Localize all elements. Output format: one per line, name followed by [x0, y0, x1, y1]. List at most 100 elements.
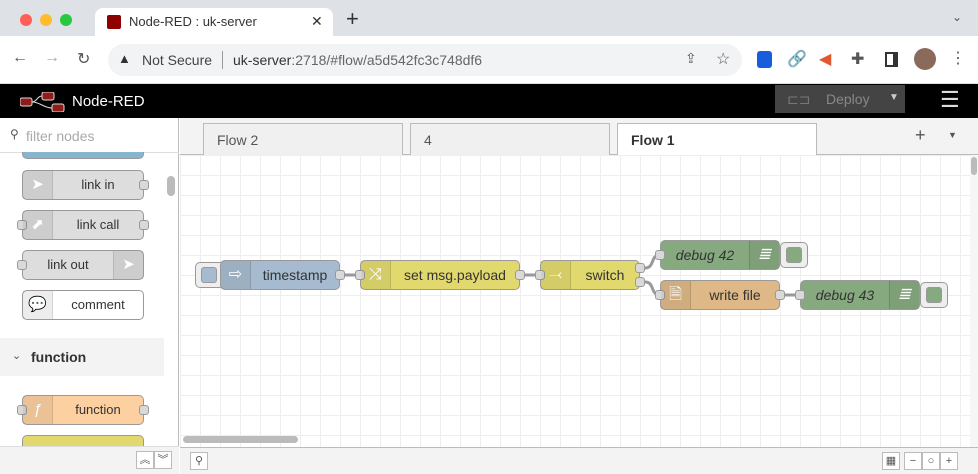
- profile-avatar[interactable]: [914, 48, 936, 70]
- input-port[interactable]: [795, 290, 805, 300]
- node-label: function: [75, 402, 121, 417]
- zoom-out-icon[interactable]: −: [904, 452, 922, 470]
- comment-icon: 💬: [23, 291, 53, 319]
- app-name: Node-RED: [72, 93, 145, 110]
- browser-tabstrip: Node-RED : uk-server ✕ + ⌄: [0, 0, 978, 36]
- expand-all-icon[interactable]: ︾: [154, 451, 172, 469]
- link-call-icon: ⬈: [23, 211, 53, 239]
- main-menu-icon[interactable]: ☰: [940, 87, 960, 112]
- file-icon: 🗎: [661, 281, 691, 309]
- zoom-reset-icon[interactable]: ○: [922, 452, 940, 470]
- tab-4[interactable]: 4: [410, 123, 610, 155]
- reload-icon[interactable]: ↻: [77, 51, 91, 68]
- address-bar-row: ← → ↻ ▲ Not Secure uk-server:2718/#flow/…: [0, 36, 978, 84]
- canvas-vertical-scrollbar[interactable]: [970, 155, 978, 447]
- flow-node-debug-42[interactable]: debug 42≣: [655, 240, 780, 270]
- workspace-tabs: Flow 2 4 Flow 1 + ▼: [180, 118, 978, 156]
- palette-node-switch[interactable]: [22, 435, 144, 447]
- node-label: switch: [585, 267, 625, 283]
- close-window-button[interactable]: [20, 14, 32, 26]
- tab-flow-1[interactable]: Flow 1: [617, 123, 817, 156]
- node-palette: ⚲ filter nodes ➤ link in ⬈link call link …: [0, 118, 179, 474]
- collapse-all-icon[interactable]: ︽: [136, 451, 154, 469]
- output-port[interactable]: [515, 270, 525, 280]
- navigator-map-icon[interactable]: ▦: [882, 452, 900, 470]
- output-port[interactable]: [335, 270, 345, 280]
- node-label: link in: [81, 177, 115, 192]
- tab-flow-2[interactable]: Flow 2: [203, 123, 403, 155]
- node-red-logo-icon: [20, 92, 65, 112]
- browser-tab[interactable]: Node-RED : uk-server ✕: [95, 8, 333, 36]
- megaphone-extension-icon[interactable]: ◀: [819, 51, 832, 68]
- share-icon[interactable]: ⇪: [685, 50, 697, 66]
- warning-icon: ▲: [118, 51, 131, 66]
- url-text[interactable]: uk-server:2718/#flow/a5d542fc3c748df6: [233, 52, 482, 68]
- input-port[interactable]: [655, 290, 665, 300]
- output-port-1[interactable]: [635, 263, 645, 273]
- bitwarden-extension-icon[interactable]: [757, 51, 772, 68]
- flow-node-debug-43[interactable]: debug 43≣: [795, 280, 920, 310]
- node-label: comment: [71, 297, 125, 312]
- flow-node-switch[interactable]: ⤙ switch: [535, 260, 645, 290]
- bookmark-star-icon[interactable]: ☆: [716, 51, 731, 68]
- new-tab-icon[interactable]: +: [346, 6, 359, 31]
- zoom-in-icon[interactable]: +: [940, 452, 958, 470]
- tab-search-icon[interactable]: ⌄: [952, 10, 963, 24]
- debug-42-toggle[interactable]: [780, 242, 808, 268]
- flow-list-dropdown-icon[interactable]: ▼: [948, 130, 957, 140]
- node-label: timestamp: [262, 267, 328, 283]
- flow-node-write-file[interactable]: 🗎write file: [655, 280, 785, 310]
- maximize-window-button[interactable]: [60, 14, 72, 26]
- forward-icon[interactable]: →: [44, 49, 60, 66]
- sidebar-toggle-icon[interactable]: [885, 52, 898, 67]
- link-extension-icon[interactable]: 🔗: [787, 51, 807, 68]
- category-function-header[interactable]: ⌄ function: [0, 338, 164, 376]
- extensions-puzzle-icon[interactable]: ✚: [851, 51, 865, 68]
- deploy-icon: ⊏⊐: [787, 91, 811, 107]
- url-host: uk-server: [233, 52, 292, 68]
- omnibox[interactable]: ▲ Not Secure uk-server:2718/#flow/a5d542…: [108, 44, 742, 76]
- search-icon: ⚲: [10, 127, 19, 141]
- url-path: :2718/#flow/a5d542fc3c748df6: [291, 52, 483, 68]
- debug-icon: ≣: [889, 281, 919, 309]
- minimize-window-button[interactable]: [40, 14, 52, 26]
- filter-nodes-input[interactable]: filter nodes: [26, 128, 95, 144]
- debug-43-toggle[interactable]: [920, 282, 948, 308]
- workspace-footer: ⚲ ▦ − ○ +: [180, 447, 978, 474]
- input-port[interactable]: [535, 270, 545, 280]
- close-tab-icon[interactable]: ✕: [311, 13, 323, 29]
- palette-filter[interactable]: ⚲ filter nodes: [0, 118, 179, 153]
- deploy-dropdown-icon[interactable]: ▼: [889, 92, 899, 103]
- back-icon[interactable]: ←: [12, 49, 28, 66]
- input-port[interactable]: [355, 270, 365, 280]
- deploy-label: Deploy: [826, 91, 870, 107]
- palette-node-link-out[interactable]: link out➤: [17, 250, 144, 280]
- flow-node-set-msg-payload[interactable]: ⤨ set msg.payload: [355, 260, 525, 290]
- node-label: link out: [47, 257, 89, 272]
- input-port[interactable]: [655, 250, 665, 260]
- security-label[interactable]: Not Secure: [142, 52, 213, 68]
- palette-node-comment[interactable]: 💬 comment: [22, 290, 144, 320]
- node-red-favicon-icon: [107, 15, 121, 29]
- category-label: function: [31, 349, 87, 365]
- search-flows-icon[interactable]: ⚲: [190, 452, 208, 470]
- tab-title: Node-RED : uk-server: [129, 14, 257, 29]
- add-flow-icon[interactable]: +: [915, 125, 926, 145]
- browser-menu-icon[interactable]: ⋮: [950, 50, 966, 67]
- node-label: set msg.payload: [404, 267, 506, 283]
- flow-canvas[interactable]: ⇨ timestamp ⤨ set msg.payload ⤙ switch debu…: [180, 155, 970, 447]
- output-port[interactable]: [775, 290, 785, 300]
- palette-node-link-in[interactable]: ➤ link in: [22, 170, 149, 200]
- palette-scrollbar[interactable]: [167, 176, 175, 196]
- palette-node-link-call[interactable]: ⬈link call: [17, 210, 149, 240]
- link-in-icon: ➤: [23, 171, 53, 199]
- inject-icon: ⇨: [221, 261, 251, 289]
- change-icon: ⤨: [361, 261, 391, 289]
- flow-node-timestamp[interactable]: ⇨ timestamp: [220, 260, 345, 290]
- switch-icon: ⤙: [541, 261, 571, 289]
- output-port-2[interactable]: [635, 277, 645, 287]
- node-label: debug 42: [675, 247, 735, 263]
- canvas-horizontal-scrollbar[interactable]: [183, 436, 298, 443]
- deploy-button[interactable]: ⊏⊐ Deploy ▼: [775, 85, 905, 113]
